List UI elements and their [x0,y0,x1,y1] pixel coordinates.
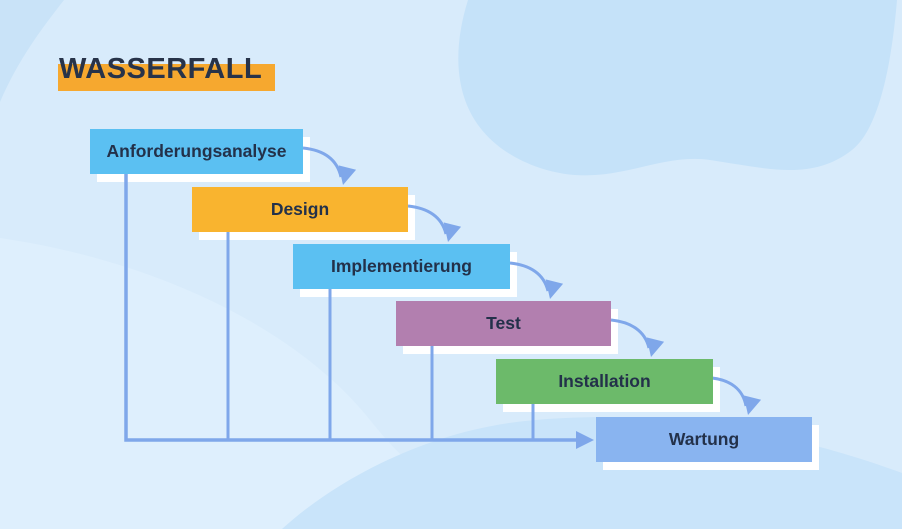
feedback-line [124,173,588,442]
step-arrowhead [443,222,462,242]
step-arrow [302,146,343,178]
title-text: WASSERFALL [59,53,263,85]
phase-box-test: Test [396,301,611,346]
title-highlight [58,64,275,91]
phase-box-implementierung: Implementierung [293,244,510,289]
phase-box-installation: Installation [496,359,713,404]
step-arrow [610,318,651,349]
step-arrowhead [743,395,762,415]
background-blob-top-left [0,0,64,102]
step-arrow [509,261,550,292]
step-arrowhead [338,165,357,185]
step-arrow [407,204,448,235]
step-arrowhead [545,279,564,299]
phase-box-wartung: Wartung [596,417,812,462]
phase-label: Implementierung [331,256,472,276]
background-light-sweep [0,238,560,529]
phase-label: Installation [558,371,651,391]
phase-box-anforderungsanalyse: Anforderungsanalyse [90,129,303,174]
page-title: WASSERFALL [58,53,275,91]
phase-label: Test [486,313,521,333]
feedback-arrowhead [576,431,594,449]
phase-label: Design [270,199,330,219]
step-arrow [711,376,748,407]
phase-label: Wartung [668,429,740,449]
background-blob-top-right [458,0,897,176]
step-arrowhead [646,337,665,357]
phase-box-design: Design [192,187,408,232]
phase-label: Anforderungsanalyse [106,141,287,161]
